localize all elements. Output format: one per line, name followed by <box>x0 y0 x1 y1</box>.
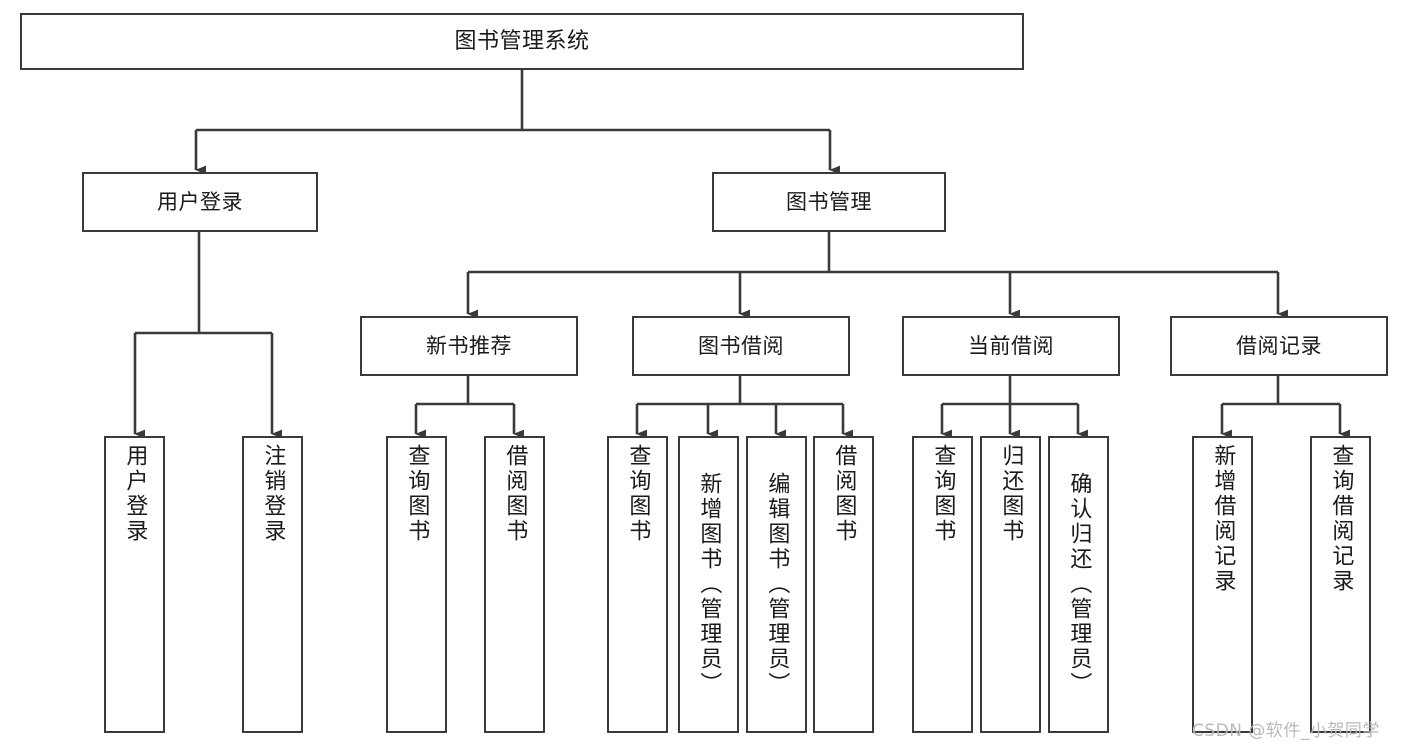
watermark-text: CSDN @软件_小贺同学 <box>1192 721 1380 741</box>
node-leaf-borrow-book-2-label: 借阅图书 <box>831 444 857 544</box>
node-user-login-label: 用户登录 <box>157 189 243 214</box>
node-new-book-recommend-label: 新书推荐 <box>426 333 512 358</box>
node-leaf-add-record-label: 新增借阅记录 <box>1210 444 1236 594</box>
node-leaf-user-logout-label: 注销登录 <box>260 444 286 544</box>
node-leaf-query-book-1-label: 查询图书 <box>404 444 430 544</box>
node-leaf-borrow-book-2[interactable]: 借阅图书 <box>813 436 874 733</box>
node-leaf-query-book-2[interactable]: 查询图书 <box>607 436 668 733</box>
node-leaf-query-record-label: 查询借阅记录 <box>1328 444 1354 594</box>
node-leaf-return-book-label: 归还图书 <box>998 444 1024 544</box>
node-book-borrow[interactable]: 图书借阅 <box>632 316 850 376</box>
node-book-manage[interactable]: 图书管理 <box>712 172 946 232</box>
node-leaf-edit-book[interactable]: 编辑图书（管理员） <box>746 436 807 733</box>
node-leaf-query-book-3-label: 查询图书 <box>930 444 956 544</box>
node-borrow-record[interactable]: 借阅记录 <box>1170 316 1388 376</box>
node-root-label: 图书管理系统 <box>454 28 590 54</box>
node-leaf-add-record[interactable]: 新增借阅记录 <box>1192 436 1253 733</box>
node-user-login[interactable]: 用户登录 <box>82 172 318 232</box>
node-leaf-query-book-1[interactable]: 查询图书 <box>386 436 447 733</box>
node-leaf-user-login[interactable]: 用户登录 <box>104 436 165 733</box>
node-borrow-record-label: 借阅记录 <box>1236 333 1322 358</box>
node-root[interactable]: 图书管理系统 <box>20 13 1024 70</box>
node-leaf-query-book-2-label: 查询图书 <box>625 444 651 544</box>
node-leaf-user-logout[interactable]: 注销登录 <box>242 436 303 733</box>
node-leaf-borrow-book-1[interactable]: 借阅图书 <box>484 436 545 733</box>
node-leaf-borrow-book-1-label: 借阅图书 <box>502 444 528 544</box>
node-leaf-query-record[interactable]: 查询借阅记录 <box>1310 436 1371 733</box>
node-book-borrow-label: 图书借阅 <box>698 333 784 358</box>
node-new-book-recommend[interactable]: 新书推荐 <box>360 316 578 376</box>
node-leaf-confirm-return-label: 确认归还（管理员） <box>1066 472 1092 697</box>
node-leaf-edit-book-label: 编辑图书（管理员） <box>764 472 790 697</box>
node-leaf-user-login-label: 用户登录 <box>122 444 148 544</box>
node-current-borrow-label: 当前借阅 <box>968 333 1054 358</box>
node-current-borrow[interactable]: 当前借阅 <box>902 316 1120 376</box>
node-leaf-add-book-label: 新增图书（管理员） <box>696 472 722 697</box>
node-leaf-confirm-return[interactable]: 确认归还（管理员） <box>1048 436 1109 733</box>
node-leaf-return-book[interactable]: 归还图书 <box>980 436 1041 733</box>
node-leaf-add-book[interactable]: 新增图书（管理员） <box>678 436 739 733</box>
node-book-manage-label: 图书管理 <box>786 189 872 214</box>
node-leaf-query-book-3[interactable]: 查询图书 <box>912 436 973 733</box>
